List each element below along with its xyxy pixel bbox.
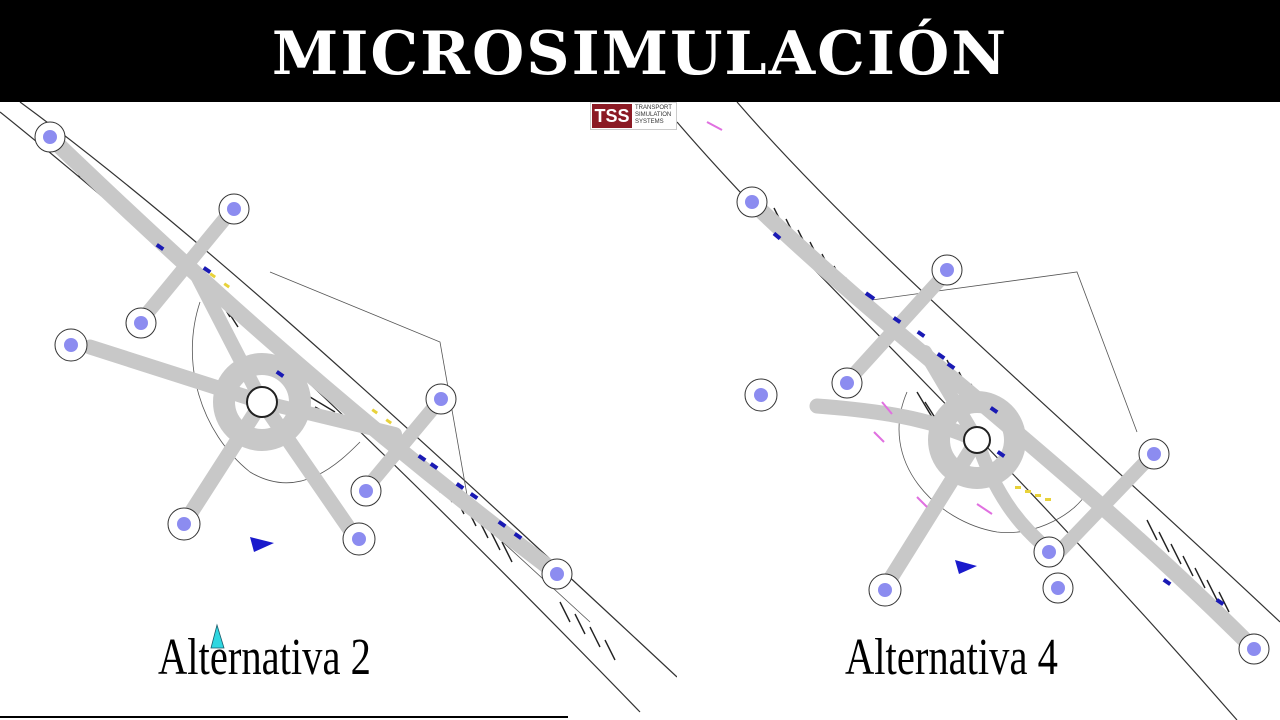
tss-logo-text: TRANSPORT SIMULATION SYSTEMS <box>635 105 672 125</box>
simulation-view-left[interactable]: Alternativa 2 <box>0 102 677 720</box>
page-title: MICROSIMULACIÓN <box>271 19 1009 89</box>
title-bar: MICROSIMULACIÓN <box>0 0 1280 102</box>
tss-logo-mark: TSS <box>592 104 632 128</box>
bottom-divider <box>0 716 568 718</box>
simulation-view-right[interactable]: Alternativa 4 <box>677 102 1280 720</box>
alternative-label-left: Alternativa 2 <box>158 629 371 686</box>
network-map-right <box>677 102 1280 720</box>
alternative-label-right: Alternativa 4 <box>845 629 1058 686</box>
network-map-left <box>0 102 677 713</box>
tss-logo: TSS TRANSPORT SIMULATION SYSTEMS <box>590 102 677 130</box>
